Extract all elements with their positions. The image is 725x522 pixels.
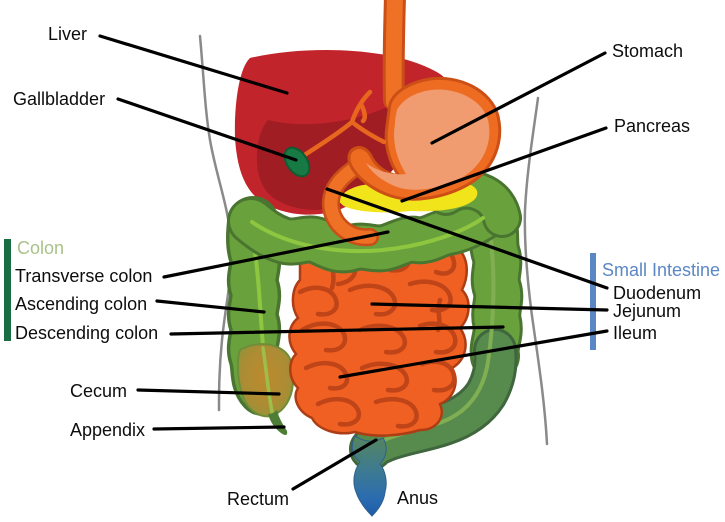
esophagus-tube xyxy=(385,0,403,110)
pancreas-leader-line xyxy=(400,126,608,203)
stomach-leader-line xyxy=(430,51,607,145)
fold-line xyxy=(315,396,362,427)
duodenum-label: Duodenum xyxy=(613,283,701,303)
pancreas-label: Pancreas xyxy=(614,116,690,136)
small-intestine-section-bar xyxy=(590,253,596,350)
esophagus xyxy=(382,0,406,111)
transverse-colon-label: Transverse colon xyxy=(15,266,152,286)
descending-colon-label: Descending colon xyxy=(15,323,158,343)
gallbladder-label: Gallbladder xyxy=(13,89,105,109)
labels: Liver Gallbladder Stomach Pancreas Colon… xyxy=(13,24,720,509)
small-intestine-shape xyxy=(288,228,470,437)
duodenum-leader-line xyxy=(325,187,609,290)
rectum-leader-line xyxy=(291,438,378,491)
colon-group-label: Colon xyxy=(17,238,64,258)
colon-section-bar xyxy=(4,239,11,341)
ascending-colon-leader-line xyxy=(155,299,266,314)
fold-line xyxy=(303,360,350,391)
fold-line xyxy=(359,361,410,393)
appendix-label: Appendix xyxy=(70,420,145,440)
bile-duct xyxy=(349,119,387,145)
small-intestine-group-label: Small Intestine xyxy=(602,260,720,280)
cecum-leader-line xyxy=(136,388,281,396)
jejunum-label: Jejunum xyxy=(613,301,681,321)
ascending-colon-label: Ascending colon xyxy=(15,294,147,314)
transverse-colon-leader-line xyxy=(162,230,390,279)
fold-line xyxy=(347,283,398,317)
duodenum-shape xyxy=(321,154,379,247)
ileum-label: Ileum xyxy=(613,323,657,343)
appendix-leader-line xyxy=(152,425,286,431)
body-outline-right xyxy=(523,96,549,446)
fold-line xyxy=(297,285,339,317)
leader-lines xyxy=(98,34,609,491)
duodenum-tube xyxy=(324,156,377,244)
bile-duct xyxy=(349,89,373,125)
gallbladder-shape xyxy=(283,146,311,178)
stomach-label: Stomach xyxy=(612,41,683,61)
stomach-inner xyxy=(366,89,490,190)
fold-line xyxy=(357,323,408,355)
descending-colon-leader-line xyxy=(169,325,505,336)
cecum-taenia-line xyxy=(261,346,274,414)
appendix-shape xyxy=(268,410,288,436)
stomach-shape xyxy=(347,76,502,201)
bile-duct xyxy=(359,103,368,124)
anus-label: Anus xyxy=(397,488,438,508)
liver-leader-line xyxy=(98,34,289,95)
transverse-taenia-line xyxy=(250,216,485,254)
ileum-leader-line xyxy=(338,329,609,379)
fold-line xyxy=(373,397,419,429)
fold-line xyxy=(299,321,348,353)
gallbladder-leader-line xyxy=(116,97,298,162)
liver-label: Liver xyxy=(48,24,87,44)
jejunum-leader-line xyxy=(370,302,609,312)
fold-line xyxy=(417,321,458,355)
fold-line xyxy=(407,279,453,313)
cecum-label: Cecum xyxy=(70,381,127,401)
rectum-shape xyxy=(351,435,387,517)
rectum-label: Rectum xyxy=(227,489,289,509)
